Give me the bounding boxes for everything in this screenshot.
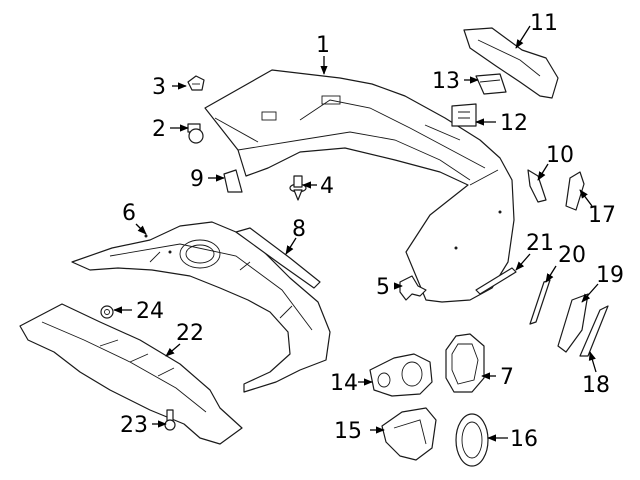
part-21-strip [475, 267, 517, 295]
part-9-bracket [223, 169, 243, 193]
leader-17 [579, 189, 593, 207]
part-20-molding [529, 279, 551, 325]
part-3-clip [187, 75, 205, 91]
part-6-energy-absorber [71, 221, 331, 393]
callout-11: 11 [530, 11, 558, 36]
part-1-bumper-cover [204, 69, 515, 303]
callout-16: 16 [510, 427, 538, 452]
part-16-trim-ring [455, 413, 489, 467]
part-22-diffuser [19, 303, 243, 445]
callout-21: 21 [526, 231, 554, 256]
callout-6: 6 [122, 201, 136, 226]
callout-10: 10 [546, 143, 574, 168]
part-15-exhaust-bracket [381, 407, 437, 461]
leader-6 [135, 223, 147, 235]
callout-8: 8 [292, 217, 306, 242]
leader-19 [581, 283, 599, 303]
callout-20: 20 [558, 243, 586, 268]
part-18-trim [579, 305, 609, 357]
leader-22 [165, 343, 181, 357]
callout-14: 14 [330, 371, 358, 396]
callout-labels: 1 2 3 4 5 6 7 8 9 10 11 12 13 14 15 16 1… [120, 11, 624, 452]
leader-20 [545, 265, 557, 283]
callout-23: 23 [120, 413, 148, 438]
part-13-block [475, 73, 507, 95]
callout-9: 9 [190, 167, 204, 192]
part-11-upper-bracket [463, 27, 559, 99]
callout-5: 5 [376, 275, 390, 300]
leader-10 [537, 163, 549, 181]
callout-12: 12 [500, 111, 528, 136]
callout-15: 15 [334, 419, 362, 444]
part-4-push-pin [289, 175, 307, 201]
callout-2: 2 [152, 117, 166, 142]
leader-11 [515, 25, 531, 49]
callout-1: 1 [316, 33, 330, 58]
part-8-strip [235, 227, 321, 289]
leader-8 [285, 237, 297, 255]
callout-7: 7 [500, 365, 514, 390]
callout-4: 4 [320, 174, 334, 199]
leader-18 [588, 351, 597, 373]
part-23-bolt [164, 409, 176, 431]
leader-lines [113, 25, 599, 442]
part-12-plate [451, 103, 477, 127]
callout-3: 3 [152, 75, 166, 100]
part-10-side-bracket [527, 169, 547, 203]
part-7-bracket [445, 333, 485, 393]
callout-18: 18 [582, 373, 610, 398]
part-14-exhaust-outlet [369, 353, 433, 397]
part-24-nut [100, 305, 114, 319]
callout-22: 22 [176, 321, 204, 346]
callout-13: 13 [432, 69, 460, 94]
part-2-bolt [187, 123, 204, 144]
leader-21 [515, 253, 531, 271]
callout-17: 17 [588, 203, 616, 228]
callout-19: 19 [596, 263, 624, 288]
part-5-retainer [399, 275, 427, 301]
callout-24: 24 [136, 299, 164, 324]
part-19-reflector [557, 293, 589, 353]
